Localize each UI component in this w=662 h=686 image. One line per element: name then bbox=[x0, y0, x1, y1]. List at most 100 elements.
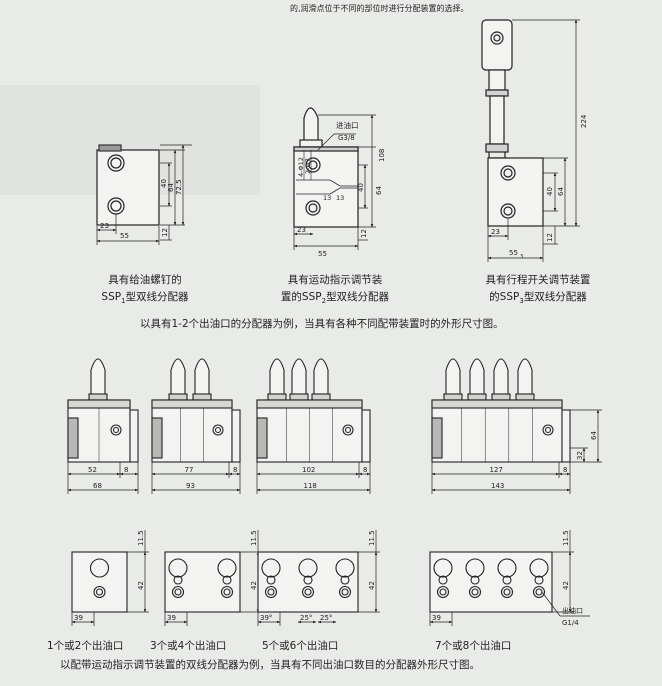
plan-dim-42: 42 bbox=[137, 581, 145, 590]
outlet-port bbox=[532, 585, 546, 599]
side-dim-inner: 102 bbox=[302, 466, 315, 474]
ssp2-dim-40: 40 bbox=[357, 183, 365, 192]
caption-ssp1: 具有给油螺钉的 SSP1型双线分配器 bbox=[90, 272, 200, 310]
dome-outline bbox=[217, 558, 237, 578]
dome-outline bbox=[168, 558, 188, 578]
plan-label-1-2: 1个或2个出油口 bbox=[47, 640, 124, 652]
dome-outline bbox=[497, 558, 517, 578]
outlet-port bbox=[500, 585, 514, 599]
port-circle bbox=[542, 424, 554, 436]
side-dim-64: 64 bbox=[590, 431, 598, 440]
outlet-port-upper bbox=[173, 575, 183, 585]
plan-body bbox=[164, 551, 241, 613]
side-dim-inner: 52 bbox=[88, 466, 97, 474]
indicator-dome bbox=[194, 358, 210, 394]
plan-label-7-8: 7个或8个出油口 bbox=[435, 640, 512, 652]
ssp2-dim-12: 12 bbox=[360, 229, 368, 238]
outlet-port-upper bbox=[502, 575, 512, 585]
indicator-dome bbox=[517, 358, 533, 394]
ssp3-dim-40: 40 bbox=[546, 187, 554, 196]
outlet-port-inner bbox=[304, 588, 312, 596]
dome-base bbox=[88, 393, 108, 401]
plan-outlet-thread: G1/4 bbox=[562, 619, 579, 627]
outlet-port bbox=[93, 585, 106, 599]
port-circle-inner bbox=[344, 426, 352, 434]
side-dim-outer: 68 bbox=[93, 482, 102, 490]
diagram-ssp1 bbox=[96, 144, 192, 245]
outlet-port-inner bbox=[439, 588, 447, 596]
outlet-port bbox=[301, 585, 315, 599]
outlet-port-inner bbox=[223, 588, 231, 596]
dome-base bbox=[289, 393, 309, 401]
dome-base bbox=[267, 393, 287, 401]
outlet-port bbox=[468, 585, 482, 599]
outlet-port-inner bbox=[341, 588, 349, 596]
caption-ssp3-tail: 型双线分配器 bbox=[523, 291, 587, 303]
port-circle-inner bbox=[544, 426, 552, 434]
plan-dim-39: 39 bbox=[432, 614, 441, 622]
base-tab bbox=[129, 409, 139, 463]
end-cap bbox=[151, 417, 163, 459]
port-circle bbox=[110, 424, 122, 436]
side-dim-outer: 93 bbox=[186, 482, 195, 490]
outlet-port-upper bbox=[340, 575, 350, 585]
dome-outline bbox=[433, 558, 453, 578]
ssp2-inlet-label: 进油口 bbox=[336, 120, 359, 130]
outlet-port-upper bbox=[303, 575, 313, 585]
plan-dim-39: 39 bbox=[167, 614, 176, 622]
caption-ssp1-tail: 型双线分配器 bbox=[125, 291, 189, 303]
outlet-port-upper bbox=[266, 575, 276, 585]
ssp2-dim-64: 64 bbox=[375, 186, 383, 195]
side-dim-outer: 143 bbox=[491, 482, 504, 490]
side-dim-inner: 77 bbox=[185, 466, 194, 474]
outlet-port bbox=[436, 585, 450, 599]
diagram-ssp3 bbox=[481, 19, 580, 262]
dome-base bbox=[467, 393, 487, 401]
end-cap bbox=[67, 417, 79, 459]
caption-ssp2-tail: 型双线分配器 bbox=[326, 291, 390, 303]
outlet-port-upper bbox=[438, 575, 448, 585]
ssp2-dim-55: 55 bbox=[318, 250, 327, 258]
caption-ssp2-prefix: 置的SSP bbox=[280, 291, 322, 303]
ssp1-dim-12: 12 bbox=[161, 228, 169, 237]
ssp2-dim-phi7: 2-Φ7 bbox=[304, 158, 312, 174]
caption-ssp1-prefix: SSP bbox=[101, 291, 122, 303]
plan-outlet-label: 出油口 bbox=[562, 606, 583, 615]
end-cap bbox=[431, 417, 443, 459]
ssp3-dim-55-sub: 3 bbox=[520, 254, 523, 260]
distributor-body bbox=[431, 399, 563, 463]
outlet-port-upper bbox=[534, 575, 544, 585]
side-dim-inner: 127 bbox=[490, 466, 503, 474]
plan-dim-11-5: 11.5 bbox=[368, 530, 376, 546]
outlet-port-inner bbox=[174, 588, 182, 596]
caption-ssp3-prefix: 的SSP bbox=[489, 291, 520, 303]
outlet-port-inner bbox=[503, 588, 511, 596]
plan-body bbox=[71, 551, 128, 613]
middle-caption: 以具有1-2个出油口的分配器为例，当具有各种不同配带装置时的外形尺寸图。 bbox=[140, 318, 504, 330]
ssp3-dim-12: 12 bbox=[546, 233, 554, 242]
dome-outline bbox=[261, 558, 281, 578]
plan-dim-11-5: 11.5 bbox=[562, 530, 570, 546]
caption-ssp2: 具有运动指示调节装 置的SSP2型双线分配器 bbox=[270, 272, 400, 310]
ssp3-dim-224: 224 bbox=[580, 114, 588, 128]
side-dim-gap: 8 bbox=[233, 466, 237, 474]
ssp3-dim-64: 64 bbox=[557, 187, 565, 196]
caption-ssp2-line2: 置的SSP2型双线分配器 bbox=[270, 289, 400, 310]
base-tab bbox=[231, 409, 241, 463]
plan-dim-11-5: 11.5 bbox=[250, 530, 258, 546]
plan-dim-42: 42 bbox=[562, 581, 570, 590]
plan-dim-25a: 25° bbox=[300, 614, 312, 622]
bottom-caption: 以配带运动指示调节装置的双线分配器为例，当具有不同出油口数目的分配器外形尺寸图。 bbox=[60, 659, 480, 671]
outlet-port-inner bbox=[471, 588, 479, 596]
indicator-dome bbox=[469, 358, 485, 394]
body-top-band bbox=[67, 399, 131, 409]
dome-outline bbox=[335, 558, 355, 578]
ssp2-dim-23: 23 bbox=[297, 226, 306, 234]
dome-base bbox=[168, 393, 188, 401]
indicator-dome bbox=[291, 358, 307, 394]
dome-outline bbox=[298, 558, 318, 578]
distributor-body bbox=[151, 399, 233, 463]
